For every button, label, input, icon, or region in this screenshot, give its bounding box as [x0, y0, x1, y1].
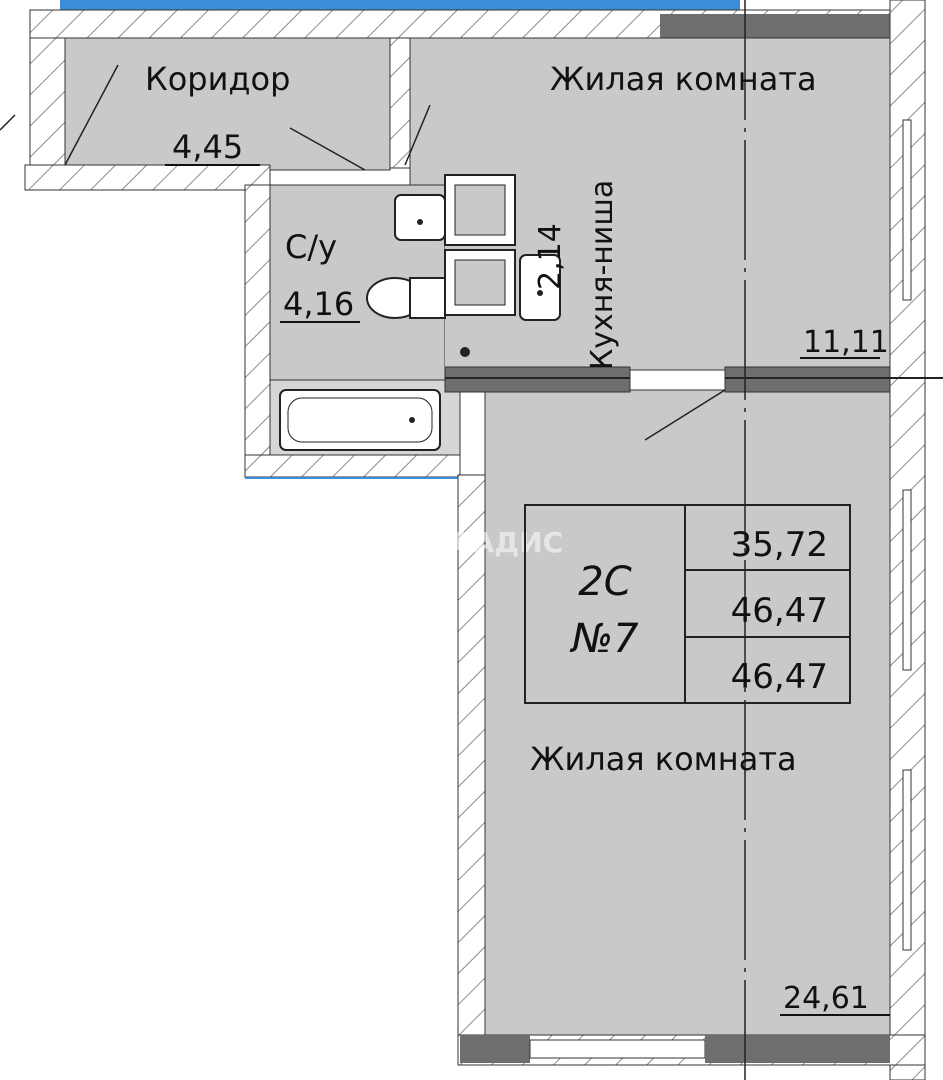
living-left-wall — [457, 474, 486, 1041]
door-swing — [289, 127, 366, 171]
total-area-value: 46,47 — [731, 591, 828, 631]
corridor-partition — [389, 37, 411, 169]
neighbor-unit-edge — [60, 0, 740, 10]
drain-icon — [460, 347, 470, 357]
partition-wall — [444, 366, 631, 393]
window — [902, 119, 912, 301]
sink-icon — [394, 194, 446, 241]
corridor-bottom-wall — [24, 164, 271, 191]
bathroom-bottom-wall — [244, 454, 461, 478]
bathroom-area: 4,16 — [283, 285, 354, 323]
left-wall-corridor — [29, 37, 66, 171]
window — [902, 489, 912, 671]
bathroom-label: С/у — [285, 228, 337, 266]
corridor-area: 4,45 — [172, 128, 243, 166]
bathroom-left-wall — [244, 184, 271, 476]
stove-icon — [444, 174, 516, 316]
bathtub-icon — [279, 389, 441, 451]
living-bottom-label: Жилая комната — [530, 740, 797, 778]
window — [529, 1039, 706, 1059]
kitchen-sink-icon — [519, 254, 561, 321]
living-top-label: Жилая комната — [550, 60, 817, 98]
apartment-type: 2С — [578, 559, 631, 605]
living-room-bottom — [484, 389, 891, 1036]
corridor-room — [64, 37, 391, 171]
apartment-info-box: 2С №7 35,72 46,47 46,47 — [524, 504, 851, 704]
door-swing — [644, 389, 726, 441]
svg-text:ВЛАДИС: ВЛАДИС — [428, 526, 563, 559]
corridor-label: Коридор — [145, 60, 290, 98]
partition-wall — [724, 366, 891, 393]
apartment-number: №7 — [569, 616, 639, 662]
total-area-with-balcony-value: 46,47 — [731, 657, 828, 697]
door-swing — [404, 104, 431, 166]
living-top-area: 11,11 — [803, 325, 889, 360]
kitchen-area: 2,14 — [533, 223, 568, 290]
living-area-value: 35,72 — [731, 525, 828, 565]
toilet-icon — [366, 277, 446, 319]
living-bottom-area: 24,61 — [783, 981, 869, 1016]
top-wall-dark — [660, 14, 890, 38]
door-swing — [64, 64, 119, 166]
window — [902, 769, 912, 951]
kitchen-label: Кухня-ниша — [585, 180, 620, 370]
watermark-logo: ВЛАДИС — [385, 526, 563, 560]
